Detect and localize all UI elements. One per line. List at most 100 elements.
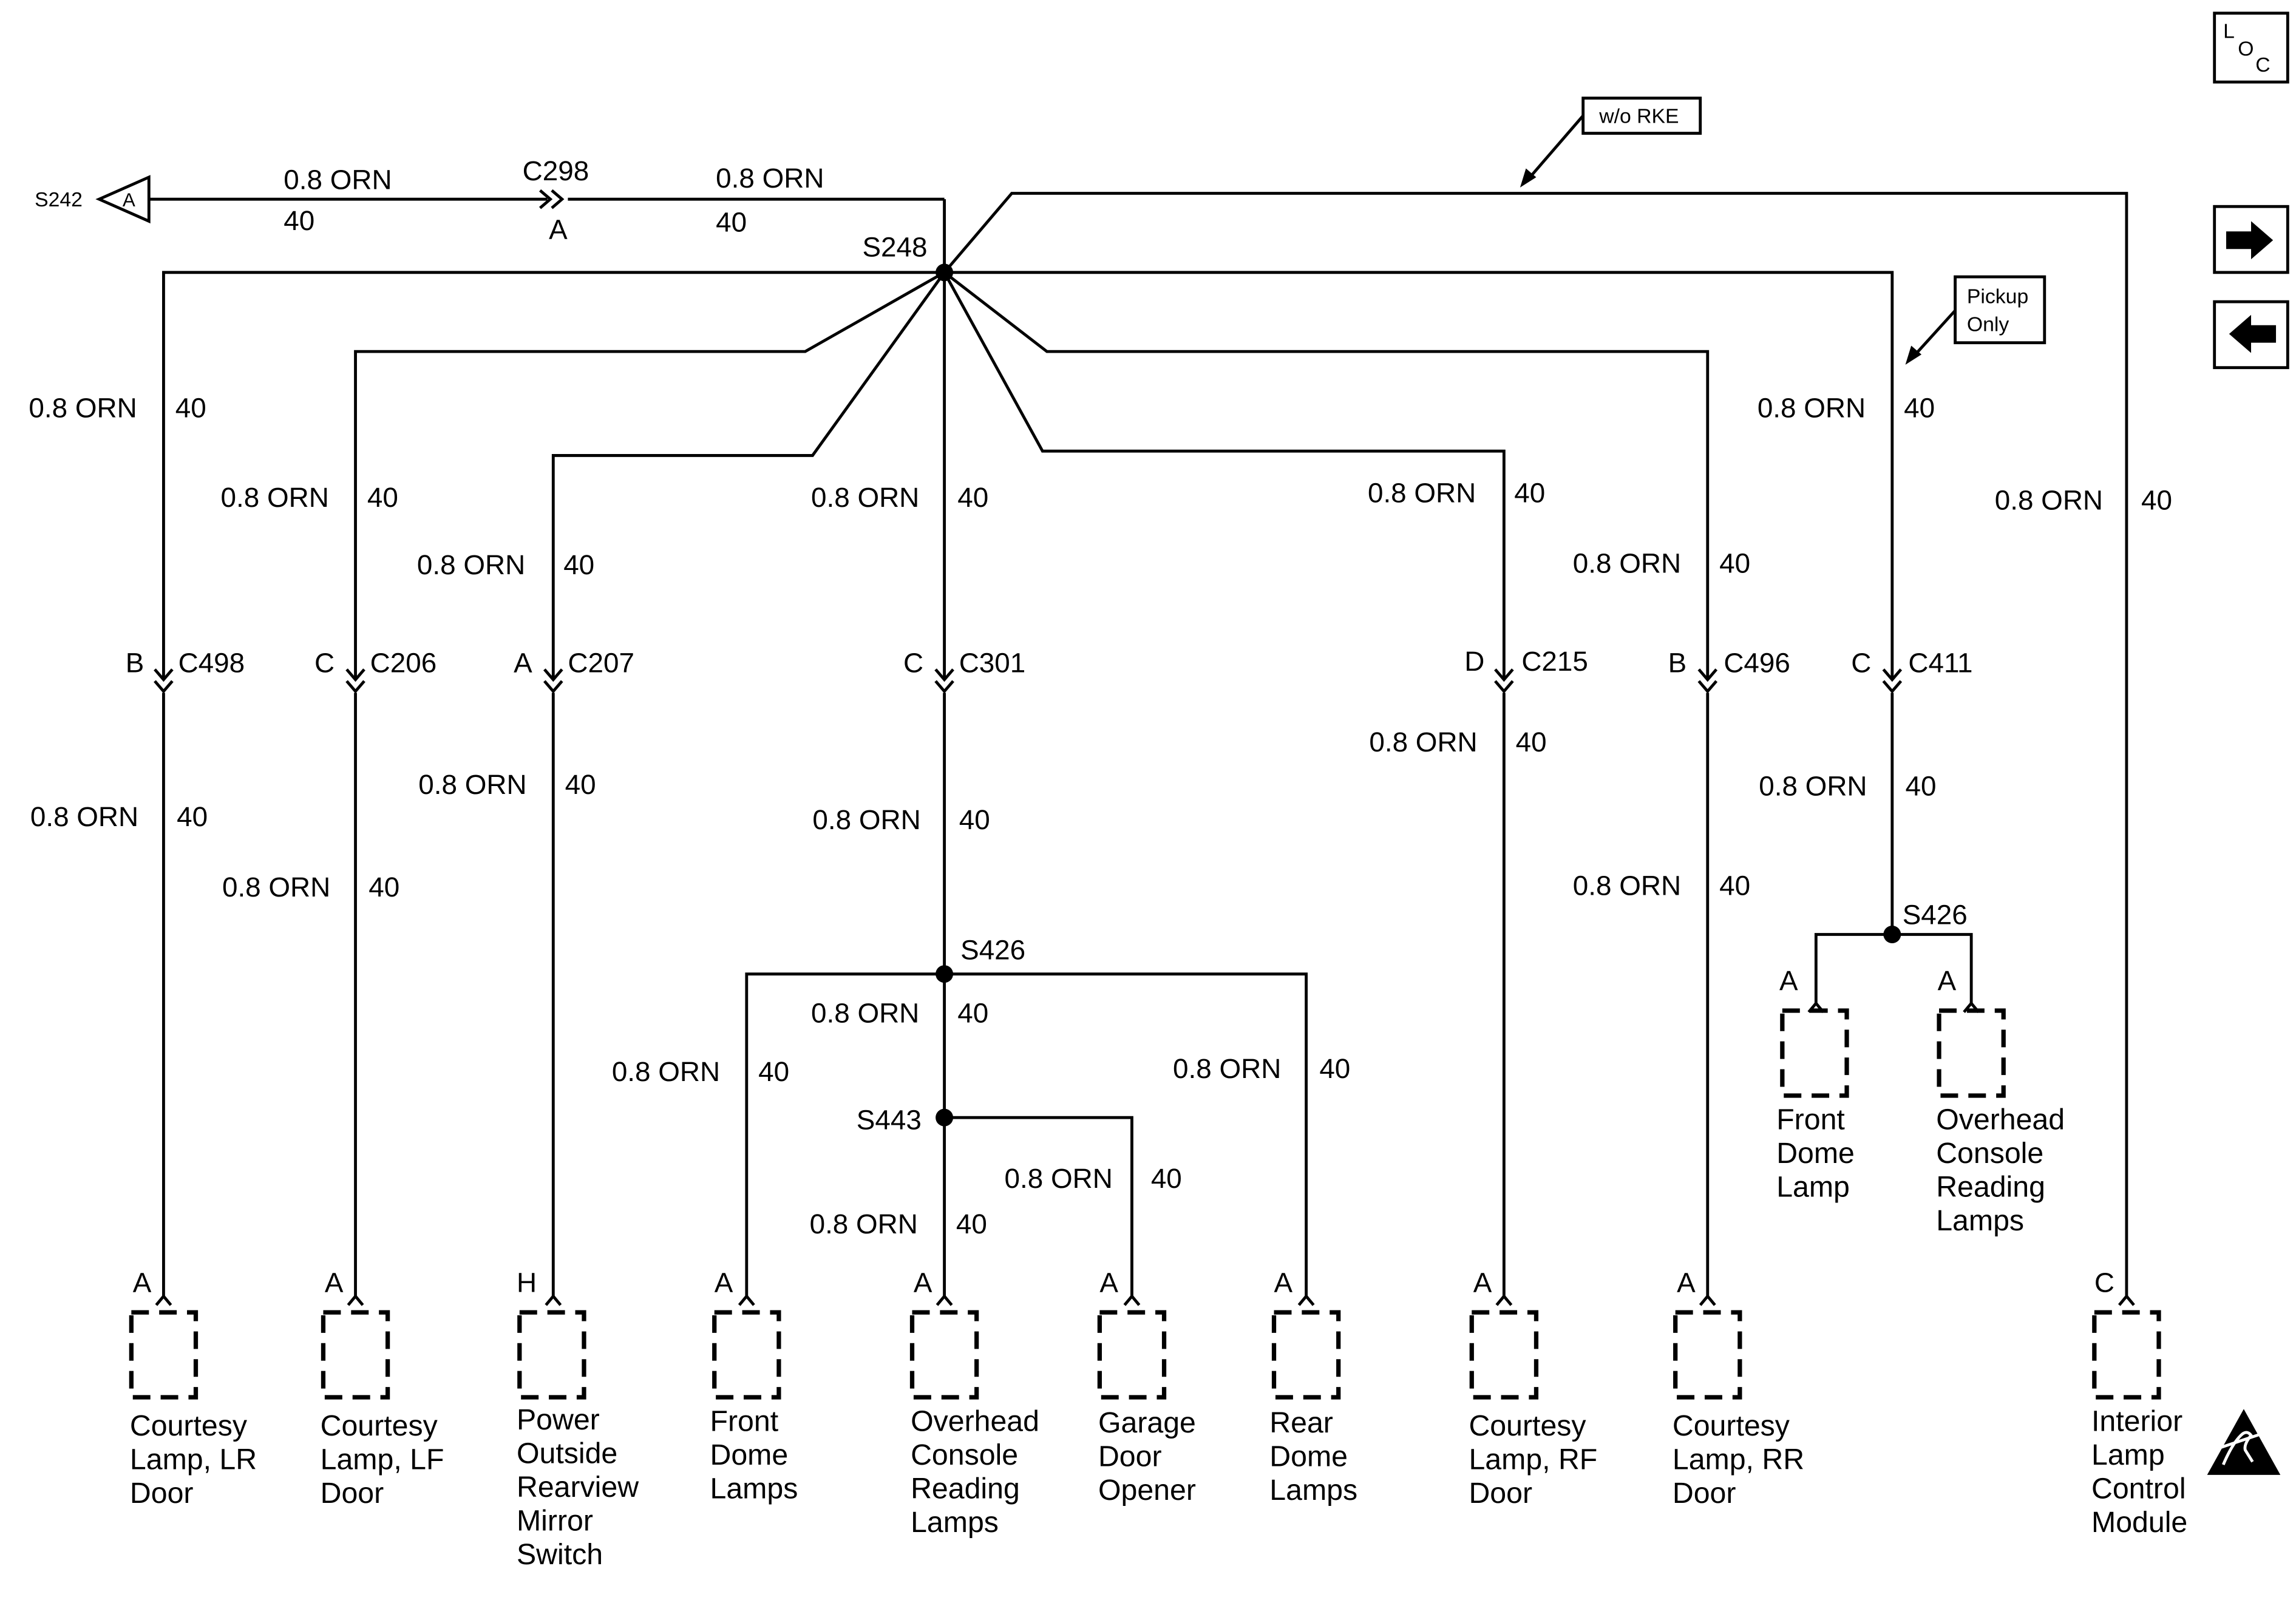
wire-label: 0.8 ORN bbox=[1759, 770, 1867, 801]
circuit-label: 40 bbox=[1319, 1053, 1350, 1084]
circuit-label: 40 bbox=[367, 482, 398, 513]
wire-label: 0.8 ORN bbox=[221, 482, 329, 513]
component-box-garage-opener[interactable] bbox=[1097, 1310, 1167, 1400]
note-pickup-pointer bbox=[1911, 309, 1957, 359]
circuit-label: 40 bbox=[369, 872, 399, 903]
wire-label: 0.8 ORN bbox=[1758, 393, 1866, 424]
component-terminals bbox=[155, 1001, 2135, 1306]
wire-lines bbox=[149, 192, 2128, 1297]
splice-s426-label[interactable]: S426 bbox=[960, 935, 1025, 966]
wire-c207-branch bbox=[551, 271, 946, 679]
splice-s426-dot bbox=[936, 965, 954, 983]
component-pin: C bbox=[2094, 1267, 2114, 1298]
loc-letter-l: L bbox=[2223, 20, 2235, 43]
circuit-label-feed-right: 40 bbox=[716, 206, 747, 237]
wire-rke-branch bbox=[943, 192, 2128, 1297]
component-box-rf-door[interactable] bbox=[1469, 1310, 1539, 1400]
wire-label: 0.8 ORN bbox=[30, 801, 138, 832]
circuit-label: 40 bbox=[957, 482, 988, 513]
circuit-label: 40 bbox=[1904, 393, 1935, 424]
component-box-lf-door[interactable] bbox=[321, 1310, 390, 1400]
connector-c206-label[interactable]: C206 bbox=[370, 648, 437, 679]
wire-label: 0.8 ORN bbox=[1995, 485, 2103, 516]
component-box-rear-dome[interactable] bbox=[1271, 1310, 1341, 1400]
wire-label: 0.8 ORN bbox=[612, 1056, 720, 1087]
wire-garage-opener bbox=[944, 1116, 1133, 1297]
component-box-pickup-front-dome[interactable] bbox=[1780, 1008, 1849, 1098]
wire-label: 0.8 ORN bbox=[1573, 548, 1681, 579]
prev-page-button[interactable] bbox=[2213, 300, 2289, 370]
component-box-lr-door[interactable] bbox=[129, 1310, 199, 1400]
wire-label: 0.8 ORN bbox=[812, 804, 920, 835]
circuit-label: 40 bbox=[758, 1056, 789, 1087]
component-box-mirror-switch[interactable] bbox=[517, 1310, 586, 1400]
loc-button-frame[interactable] bbox=[2213, 12, 2289, 84]
arrow-right-icon bbox=[2226, 221, 2274, 260]
circuit-label: 40 bbox=[1906, 770, 1937, 801]
component-name-lr-door: Courtesy Lamp, LR Door bbox=[130, 1409, 265, 1510]
circuit-label: 40 bbox=[1514, 478, 1545, 509]
splice-s443-label[interactable]: S443 bbox=[857, 1104, 922, 1135]
component-pin: A bbox=[1938, 965, 1957, 996]
s242-pin-label: A bbox=[123, 189, 135, 211]
connector-c411-label[interactable]: C411 bbox=[1908, 648, 1972, 679]
loc-button[interactable]: L O C bbox=[2213, 12, 2289, 84]
component-name-pickup-console: Overhead Console Reading Lamps bbox=[1936, 1103, 2073, 1236]
wire-label-feed-left: 0.8 ORN bbox=[284, 164, 392, 195]
circuit-label: 40 bbox=[565, 769, 596, 800]
component-name-lf-door: Courtesy Lamp, LF Door bbox=[321, 1409, 452, 1510]
component-pin: A bbox=[715, 1267, 733, 1298]
connector-c498-label[interactable]: C498 bbox=[178, 648, 245, 679]
connector-c207-pin: A bbox=[514, 648, 532, 679]
connector-c215-label[interactable]: C215 bbox=[1521, 646, 1588, 677]
component-box-overhead-console[interactable] bbox=[909, 1310, 979, 1400]
component-name-pickup-front-dome: Front Dome Lamp bbox=[1776, 1103, 1863, 1203]
component-box-rr-door[interactable] bbox=[1673, 1310, 1742, 1400]
loc-letter-c: C bbox=[2255, 53, 2270, 76]
splice-s443-dot bbox=[936, 1108, 954, 1127]
component-pin: A bbox=[133, 1267, 152, 1298]
connector-c301-label[interactable]: C301 bbox=[959, 648, 1026, 679]
wire-label: 0.8 ORN bbox=[222, 872, 330, 903]
circuit-label: 40 bbox=[563, 549, 594, 580]
note-rke-label: w/o RKE bbox=[1598, 105, 1679, 128]
component-name-front-dome: Front Dome Lamps bbox=[710, 1405, 798, 1505]
component-name-rf-door: Courtesy Lamp, RF Door bbox=[1469, 1409, 1605, 1510]
wire-label: 0.8 ORN bbox=[29, 393, 137, 424]
wire-c498-branch bbox=[162, 271, 945, 679]
note-pickup-line1: Pickup bbox=[1967, 285, 2028, 308]
note-rke-pointer bbox=[1526, 115, 1584, 181]
splice-s426-pickup-label[interactable]: S426 bbox=[1903, 900, 1968, 931]
wire-label: 0.8 ORN bbox=[1173, 1053, 1281, 1084]
note-pickup-arrowhead bbox=[1905, 345, 1922, 365]
wire-pickup-front-dome bbox=[1814, 933, 1892, 1003]
c298-label[interactable]: C298 bbox=[523, 155, 589, 186]
circuit-label: 40 bbox=[1719, 548, 1750, 579]
inline-connector-symbols bbox=[154, 668, 1903, 694]
wire-label: 0.8 ORN bbox=[1005, 1163, 1113, 1194]
splice-s248-label[interactable]: S248 bbox=[862, 231, 927, 262]
component-name-lamp-module: Interior Lamp Control Module bbox=[2091, 1405, 2194, 1539]
component-box-pickup-console[interactable] bbox=[1937, 1008, 2006, 1098]
connector-c498-pin: B bbox=[126, 648, 144, 679]
s242-label: S242 bbox=[35, 188, 83, 211]
component-box-lamp-module[interactable] bbox=[2092, 1310, 2161, 1400]
connector-c207-label[interactable]: C207 bbox=[568, 648, 634, 679]
wire-labels-upper: 0.8 ORN 40 0.8 ORN 40 0.8 ORN 40 0.8 ORN… bbox=[29, 393, 2172, 580]
wire-label: 0.8 ORN bbox=[811, 997, 919, 1028]
c298-pin-label: A bbox=[549, 214, 568, 245]
wire-pickup-console bbox=[1892, 933, 1973, 1003]
connector-c301-pin: C bbox=[903, 648, 923, 679]
circuit-label: 40 bbox=[959, 804, 990, 835]
component-pin: A bbox=[914, 1267, 932, 1298]
connector-c496-label[interactable]: C496 bbox=[1724, 648, 1790, 679]
component-pin: A bbox=[1099, 1267, 1118, 1298]
component-name-garage-opener: Garage Door Opener bbox=[1098, 1406, 1204, 1507]
s242-reference-triangle[interactable] bbox=[95, 175, 151, 224]
component-box-front-dome[interactable] bbox=[712, 1310, 781, 1400]
wire-labels-lower: 0.8 ORN 40 0.8 ORN 40 0.8 ORN 40 0.8 ORN… bbox=[30, 727, 1937, 1239]
component-pin: A bbox=[1677, 1267, 1696, 1298]
next-page-button[interactable] bbox=[2213, 205, 2289, 274]
wire-c496-branch bbox=[943, 271, 1710, 679]
